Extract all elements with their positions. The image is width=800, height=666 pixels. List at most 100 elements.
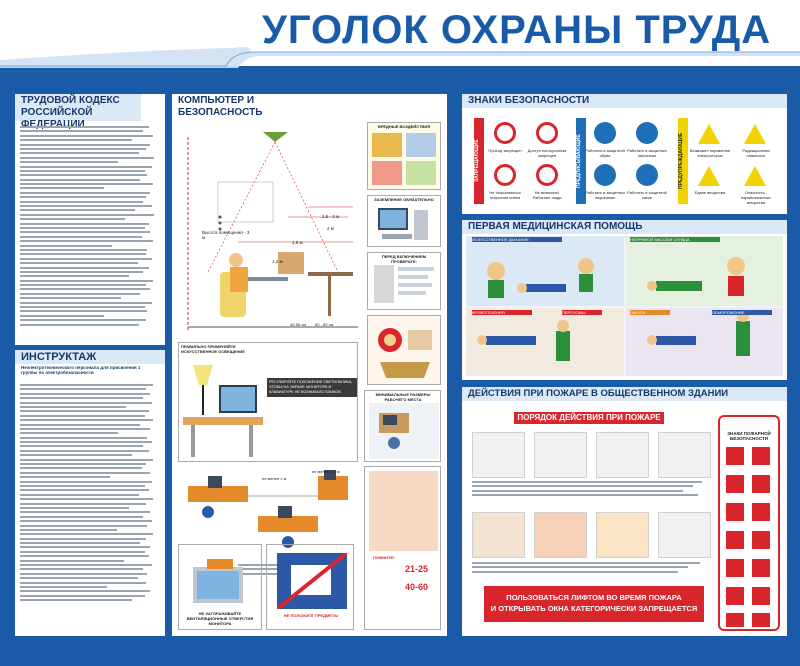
sign-caption: Работать в защитной каске (627, 190, 667, 200)
dist-label: 40-50 см (290, 322, 307, 327)
first-aid-panel: ПЕРВАЯ МЕДИЦИНСКАЯ ПОМОЩЬ ИСКУССТВЕННОЕ … (462, 220, 787, 380)
computer-panel: КОМПЬЮТЕР И БЕЗОПАСНОСТЬ 2,5 - 3 м 2 м 1… (172, 94, 447, 636)
desk-lamp-illustration (183, 365, 263, 457)
first-aid-tag: ПЕРЕЛОМЫ (562, 310, 602, 315)
harmful-factors-icons (372, 133, 436, 185)
sign-caption: Работать в защитных наушниках (585, 190, 625, 200)
fire-signs-title: ЗНАКИ ПОЖАРНОЙ БЕЗОПАСНОСТИ (727, 431, 771, 441)
first-aid-tag: НЕПРЯМОЙ МАССАЖ СЕРДЦА (630, 237, 720, 242)
min-workplace-box: МИНИМАЛЬНЫЕ РАЗМЕРЫ РАБОЧЕГО МЕСТА (364, 390, 441, 462)
safety-signs-panel: ЗНАКИ БЕЗОПАСНОСТИ ЗАПРЕЩАЮЩИЕ Проход за… (462, 94, 787, 214)
fire-ladder-sign-icon (752, 503, 770, 521)
fire-step (472, 512, 525, 558)
fire-valve-sign-icon (752, 587, 770, 605)
fire-blanket-sign-icon (752, 613, 770, 627)
radiation-sign-icon (744, 124, 766, 144)
lighting-box: ПРАВИЛЬНО ПРИМЕНЯЙТЕ ИСКУССТВЕННОЕ ОСВЕЩ… (178, 342, 358, 462)
fire-step (658, 432, 711, 478)
sign-caption: Доступ посторонним запрещен (527, 148, 567, 158)
dist-label: 2 м (327, 226, 334, 231)
no-items-text: НЕ ПОЛОЖИТЕ ПРЕДМЕТЫ (283, 613, 339, 618)
sign-caption: Работать в защитной обуви (585, 148, 625, 158)
computer-icon (378, 208, 428, 240)
mandatory-band (576, 118, 586, 204)
before-power-title: ПЕРЕД ВКЛЮЧЕНИЕМ ПРОВЕРЬТЕ: (381, 254, 427, 264)
electric-hazard-sign-icon (698, 124, 720, 144)
no-items-box: НЕ ПОЛОЖИТЕ ПРЕДМЕТЫ (266, 544, 354, 630)
first-aid-tag: ОБМОРОЖЕНИЕ (712, 310, 772, 315)
fire-extinguisher-sign-icon (726, 475, 744, 493)
labor-code-title: ТРУДОВОЙ КОДЕКС РОССИЙСКОЙ ФЕДЕРАЦИИ (15, 94, 141, 130)
ventilation-text: НЕ ЗАГОРАЖИВАЙТЕ ВЕНТИЛЯЦИОННЫЕ ОТВЕРСТИ… (186, 611, 254, 626)
fire-phone-sign-icon (752, 475, 770, 493)
power-plug-box (367, 315, 441, 385)
temperature-box: 21-25 40-60 ПОМНИТЕ! (364, 466, 441, 630)
fire-panel: ДЕЙСТВИЯ ПРИ ПОЖАРЕ В ОБЩЕСТВЕННОМ ЗДАНИ… (462, 387, 787, 636)
helmet-sign-icon (636, 164, 658, 186)
harmful-factors-box: ВРЕДНЫЕ ВОЗДЕЙСТВИЯ (367, 122, 441, 190)
fire-direction-sign-icon (726, 559, 744, 577)
no-entry-sign-icon (494, 122, 516, 144)
grounding-box: ЗАЗЕМЛЕНИЕ ОБЯЗАТЕЛЬНО (367, 195, 441, 247)
sign-caption: Радиационная опасность (742, 148, 770, 158)
sign-caption: Возможно поражение электротоком (689, 148, 731, 158)
no-open-fire-sign-icon (494, 164, 516, 186)
first-aid-tag: ИСКУССТВЕННОЕ ДЫХАНИЕ (472, 237, 562, 242)
instructions-text (20, 384, 160, 604)
fire-bucket-sign-icon (726, 613, 744, 627)
dist-label: не менее 1,2 м (312, 469, 340, 474)
dist-label: 60 - 80 см (315, 322, 334, 327)
safety-boots-sign-icon (594, 122, 616, 144)
elevator-warning-line: ПОЛЬЗОВАТЬСЯ ЛИФТОМ ВО ВРЕМЯ ПОЖАРА (506, 593, 682, 602)
fire-step-text (472, 562, 712, 575)
sign-caption: Едкие вещества (694, 190, 726, 195)
fire-alarm-sign-icon (726, 503, 744, 521)
corrosive-sign-icon (698, 166, 720, 186)
fire-title: ДЕЙСТВИЯ ПРИ ПОЖАРЕ В ОБЩЕСТВЕННОМ ЗДАНИ… (462, 387, 787, 401)
fire-exit-sign-icon (726, 447, 744, 465)
workplace-plan (369, 403, 439, 459)
grounding-title: ЗАЗЕМЛЕНИЕ ОБЯЗАТЕЛЬНО (374, 197, 434, 202)
no-items-sign (277, 553, 347, 609)
brightness-tip: РЕГУЛИРУЙТЕ ПОЛОЖЕНИЕ СВЕТИЛЬНИКА, ЧТОБЫ… (267, 378, 357, 397)
labor-code-panel: ТРУДОВОЙ КОДЕКС РОССИЙСКОЙ ФЕДЕРАЦИИ (15, 94, 165, 345)
fire-signs-box: ЗНАКИ ПОЖАРНОЙ БЕЗОПАСНОСТИ (718, 415, 780, 631)
fire-step (658, 512, 711, 558)
do-not-switch-sign-icon (536, 164, 558, 186)
sign-caption: Не включать! Работают люди (532, 190, 562, 200)
instructions-title: ИНСТРУКТАЖ (15, 350, 165, 364)
fire-step (596, 512, 649, 558)
fire-direction-sign-icon (752, 559, 770, 577)
temp-value: 40-60 (405, 582, 429, 592)
dist-label: 1,5 м (292, 240, 303, 245)
ventilation-box: НЕ ЗАГОРАЖИВАЙТЕ ВЕНТИЛЯЦИОННЫЕ ОТВЕРСТИ… (178, 544, 262, 630)
fire-direction-sign-icon (752, 531, 770, 549)
room-height-label: Высота помещения - 3 м (202, 230, 250, 240)
lighting-title: ПРАВИЛЬНО ПРИМЕНЯЙТЕ ИСКУССТВЕННОЕ ОСВЕЩ… (181, 344, 245, 354)
workplace-diagram (178, 122, 368, 337)
first-aid-tag: КРОВОТЕЧЕНИЯ (472, 310, 532, 315)
fire-step (534, 432, 587, 478)
dist-label: не менее 1 м (262, 476, 287, 481)
harmful-factors-title: ВРЕДНЫЕ ВОЗДЕЙСТВИЯ (377, 124, 431, 129)
monitor-ventilation-icon (193, 559, 243, 603)
elevator-warning-line: И ОТКРЫВАТЬ ОКНА КАТЕГОРИЧЕСКИ ЗАПРЕЩАЕТ… (490, 604, 698, 613)
first-aid-tag: ОЖОГИ (630, 310, 670, 315)
sign-caption: Опасность - взрывоопасные вещества (741, 190, 771, 205)
power-plug-icon (378, 328, 432, 378)
remember-label: ПОМНИТЕ! (373, 555, 395, 560)
no-unauthorized-sign-icon (536, 122, 558, 144)
fire-procedure-title: ПОРЯДОК ДЕЙСТВИЯ ПРИ ПОЖАРЕ (514, 412, 664, 424)
sign-caption: Проход запрещен (488, 148, 522, 153)
fire-direction-sign-icon (726, 531, 744, 549)
fire-step (472, 432, 525, 478)
temp-value: 21-25 (405, 564, 429, 574)
gloves-sign-icon (636, 122, 658, 144)
safety-signs-title: ЗНАКИ БЕЗОПАСНОСТИ (462, 94, 787, 108)
page-title: УГОЛОК ОХРАНЫ ТРУДА (262, 8, 772, 52)
fire-hydrant-sign-icon (726, 587, 744, 605)
fire-hose-sign-icon (752, 447, 770, 465)
first-aid-illustrations (466, 236, 783, 376)
checklist-icon (374, 265, 434, 303)
dist-label: 2,5 - 3 м (322, 214, 340, 219)
